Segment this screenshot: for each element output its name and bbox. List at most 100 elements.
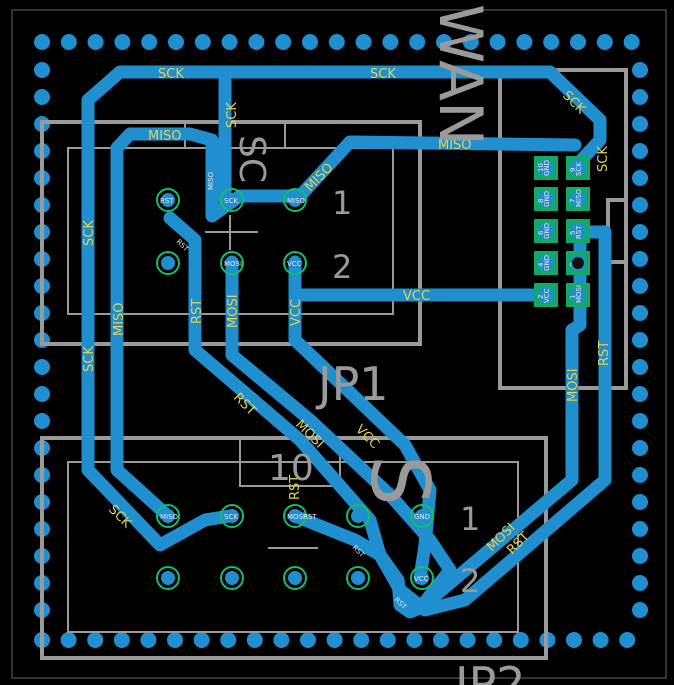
jp2-pad — [410, 566, 434, 590]
header-pad-label: GND — [543, 191, 551, 207]
via — [632, 332, 648, 348]
via — [623, 34, 640, 50]
via — [632, 440, 648, 456]
via — [275, 34, 292, 50]
header-pad-label: GND — [543, 223, 551, 239]
label-vcc-vert: VCC — [289, 299, 304, 326]
header-pad-label: VCC — [543, 288, 551, 303]
jp2-pad-hole — [161, 509, 175, 523]
via — [34, 386, 50, 402]
via — [486, 632, 503, 648]
via — [570, 34, 586, 50]
via — [632, 467, 648, 483]
board-outline — [11, 9, 667, 679]
via — [632, 602, 648, 618]
jp2-pad-hole — [225, 509, 239, 523]
trace-vcc — [288, 255, 437, 585]
jp2-pad-hole — [351, 509, 365, 523]
header-pad-hole — [570, 223, 586, 239]
via — [512, 632, 529, 648]
via — [326, 632, 343, 648]
via — [462, 34, 479, 50]
jp2-pad-hole — [288, 571, 302, 585]
jp1-pad-hole — [161, 193, 175, 207]
via — [34, 89, 50, 105]
jp2-pad — [283, 566, 307, 590]
via — [632, 278, 648, 294]
via — [632, 521, 648, 537]
jp1-pad — [283, 251, 307, 275]
jp1-pad-label: SCK — [224, 197, 238, 205]
designators: JP1 WAN SC 10 S JP2 1 2 1 2 — [231, 4, 526, 685]
via — [328, 34, 345, 50]
label-miso-right: MISO — [438, 138, 472, 153]
via — [596, 34, 613, 50]
via — [632, 62, 648, 78]
header-pad-hole — [570, 287, 586, 303]
jp1-pad-label: VCC — [287, 260, 302, 268]
jp1-pad-hole — [225, 193, 239, 207]
label-sck-top-right: SCK — [370, 67, 396, 82]
header-pad-number: 9 — [569, 168, 577, 172]
via — [632, 548, 648, 564]
designator-sc: SC — [231, 135, 272, 183]
jp2-pad — [346, 504, 370, 528]
via — [168, 34, 184, 50]
header-pad-number: 6 — [537, 230, 545, 235]
via — [406, 632, 423, 648]
header-pad-label: MOSI — [575, 285, 583, 303]
via — [246, 632, 263, 648]
jp2-pad — [283, 504, 307, 528]
jp1-pad — [220, 188, 244, 212]
pin-two-jp2: 2 — [460, 562, 480, 600]
via — [221, 34, 238, 50]
jp1-pad-hole — [288, 193, 302, 207]
jp2-pad — [156, 504, 180, 528]
header-pad-label: RST — [575, 225, 583, 239]
via — [632, 224, 648, 240]
label-sck-top-left: SCK — [158, 67, 184, 82]
via — [632, 494, 648, 510]
label-rst-vert2: RST — [288, 475, 303, 500]
via — [632, 413, 648, 429]
header-pad-number: 7 — [569, 199, 577, 203]
via — [34, 34, 50, 50]
via — [433, 632, 449, 648]
via — [409, 34, 426, 50]
via — [113, 632, 130, 648]
header-pad-number: 1 — [569, 295, 577, 299]
jp2-pad-label: VCC — [414, 575, 429, 583]
header-pad-hole — [538, 287, 554, 303]
header-pad-hole — [538, 223, 554, 239]
label-rst-right: RST — [597, 341, 612, 366]
via — [193, 632, 210, 648]
via — [220, 632, 237, 648]
designator-jp1: JP1 — [315, 357, 389, 411]
pin-one-jp1: 1 — [332, 184, 352, 222]
isp-header-pads: GND10SCK9GND8MISO7GND6RST5GND43VCC2MOSI1 — [534, 156, 590, 307]
header-pad-label: MISO — [575, 188, 583, 207]
via — [141, 34, 158, 50]
via — [632, 251, 648, 267]
jp1-pad — [156, 188, 180, 212]
header-pad-number: 4 — [537, 262, 545, 267]
trace-miso — [110, 127, 582, 523]
label-sck-left-low: SCK — [82, 346, 97, 372]
jp2-pad — [156, 566, 180, 590]
header-pad-number: 8 — [537, 199, 545, 203]
header-pad-label: SCK — [575, 162, 583, 176]
via — [167, 632, 183, 648]
jp2-pad — [220, 566, 244, 590]
jp1-pad-hole — [161, 256, 175, 270]
traces — [81, 65, 612, 619]
via — [516, 34, 533, 50]
jp2-pad — [220, 504, 244, 528]
jp2-pad-hole — [415, 509, 429, 523]
header-pad-hole — [570, 160, 586, 176]
via — [632, 170, 648, 186]
jp1-pad — [283, 188, 307, 212]
via — [273, 632, 290, 648]
via — [300, 632, 316, 648]
via — [632, 359, 648, 375]
jp2-pad-hole — [288, 509, 302, 523]
